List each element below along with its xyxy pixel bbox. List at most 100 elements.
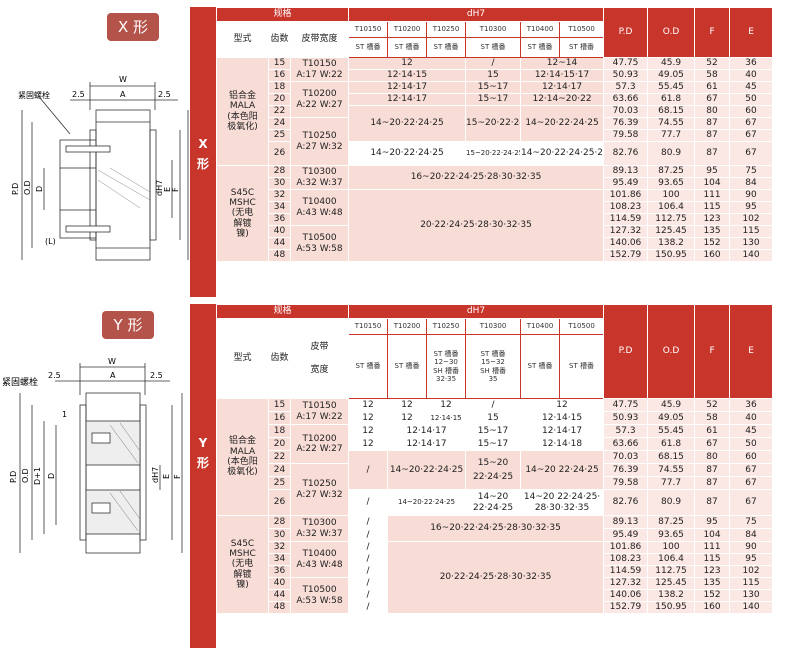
y-od-cell: 100 [647, 541, 696, 554]
x-dh7-label: dH7 [155, 180, 164, 196]
x-d-label: D [35, 186, 44, 192]
y-e-cell: 50 [729, 437, 774, 451]
x-f-header: F [694, 7, 731, 58]
y-col-t10300: T10300 [465, 318, 522, 335]
x-col-t10500: T10500 [559, 21, 605, 38]
y-teeth-cell: 32 [268, 541, 291, 554]
y-e-cell: 40 [729, 411, 774, 425]
x-pd-label: P.D [11, 183, 20, 195]
y-f-cell: 87 [694, 489, 731, 516]
y-f-cell: 80 [694, 450, 731, 464]
y-d1-label: D+1 [33, 467, 42, 485]
y-od-cell: 68.15 [647, 450, 696, 464]
x-bore-cell: 14~20·22·24·25 [348, 141, 467, 166]
y-od-cell: 93.65 [647, 528, 696, 542]
y-type-header: 型式 [216, 318, 269, 399]
y-od-cell: 138.2 [647, 589, 696, 602]
y-e-cell: 140 [729, 601, 774, 614]
y-pd-cell: 76.39 [603, 463, 649, 477]
y-teeth-cell: 30 [268, 528, 291, 542]
x-side-letter: X [198, 137, 208, 151]
y-col-t10250: T10250 [426, 318, 467, 335]
x-bore-group: 14~20·22·24·25 [520, 105, 605, 142]
x-bore-cell: / [465, 57, 522, 70]
x-a-label: A [120, 90, 126, 99]
y-f-cell: 67 [694, 437, 731, 451]
y-pd-cell: 79.58 [603, 476, 649, 490]
x-od-cell: 112.75 [647, 213, 696, 226]
x-dim-left: 2.5 [72, 90, 85, 99]
x-pd-cell: 114.59 [603, 213, 649, 226]
x-pd-cell: 140.06 [603, 237, 649, 250]
x-teeth-cell: 22 [268, 105, 291, 118]
x-od-cell: 125.45 [647, 225, 696, 238]
y-teeth-cell: 28 [268, 515, 291, 529]
y-e-header: E [729, 304, 774, 399]
x-od-cell: 77.7 [647, 129, 696, 142]
y-spec-table: 规格 dH7 P.D O.D F E 型式 齿数 皮带宽度 T10150 T10… [215, 304, 774, 614]
y-e-cell: 67 [729, 463, 774, 477]
y-col-t10200: T10200 [387, 318, 428, 335]
x-teeth-cell: 44 [268, 237, 291, 250]
y-d-label: D [47, 473, 56, 479]
x-f-cell: 87 [694, 141, 731, 166]
y-f-cell: 58 [694, 411, 731, 425]
x-side-word: 形 [196, 157, 209, 171]
y-f-cell: 115 [694, 553, 731, 566]
y-e-cell: 67 [729, 489, 774, 516]
y-bore-cell: / [348, 515, 389, 529]
y-f-header: F [694, 304, 731, 399]
y-bore-cell: / [348, 541, 389, 554]
y-pd-cell: 95.49 [603, 528, 649, 542]
y-od-cell: 45.9 [647, 398, 696, 412]
y-w-label: W [108, 357, 116, 366]
x-st-5: ST 槽番 [520, 37, 561, 58]
y-f-cell: 104 [694, 528, 731, 542]
y-bore-cell: 15 [465, 411, 522, 425]
y-od-cell: 77.7 [647, 476, 696, 490]
y-f-cell: 123 [694, 565, 731, 578]
y-bore-cell: 12 [387, 411, 428, 425]
y-pd-cell: 82.76 [603, 489, 649, 516]
y-bore-cell: 12 [387, 398, 428, 412]
x-od-cell: 138.2 [647, 237, 696, 250]
y-od-cell: 125.45 [647, 577, 696, 590]
y-teeth-cell: 48 [268, 601, 291, 614]
x-teeth-cell: 28 [268, 165, 291, 178]
y-teeth-cell: 16 [268, 411, 291, 425]
y-f-cell: 135 [694, 577, 731, 590]
y-dim-left: 2.5 [48, 371, 61, 380]
x-bore-cell: 15 [465, 69, 522, 82]
x-pd-cell: 108.23 [603, 201, 649, 214]
x-f-cell: 160 [694, 249, 731, 262]
x-teeth-cell: 24 [268, 117, 291, 130]
x-e-header: E [729, 7, 774, 58]
x-od-cell: 74.55 [647, 117, 696, 130]
y-bore-group: 16~20·22·24·25·28·30·32·35 [387, 515, 605, 542]
y-pd-cell: 108.23 [603, 553, 649, 566]
x-f-cell: 67 [694, 93, 731, 106]
y-st-1: ST 槽番 [348, 334, 389, 399]
x-teeth-cell: 25 [268, 129, 291, 142]
y-pd-cell: 152.79 [603, 601, 649, 614]
y-pd-cell: 140.06 [603, 589, 649, 602]
y-bore-cell: 15~17 [465, 437, 522, 451]
y-f-cell: 95 [694, 515, 731, 529]
x-e-label: E [163, 187, 172, 192]
y-od-cell: 74.55 [647, 463, 696, 477]
x-e-cell: 90 [729, 189, 774, 202]
x-f-cell: 135 [694, 225, 731, 238]
x-spec-table: 规格 dH7 P.D O.D F E 型式 齿数 皮带宽度 T10150 T10… [215, 7, 774, 262]
x-teeth-cell: 36 [268, 213, 291, 226]
y-bore-cell: / [348, 565, 389, 578]
y-side-label: Y 形 [190, 304, 216, 648]
y-bore-cell: / [348, 589, 389, 602]
y-col-t10500: T10500 [559, 318, 605, 335]
y-bore-cell: 12 [348, 424, 389, 438]
